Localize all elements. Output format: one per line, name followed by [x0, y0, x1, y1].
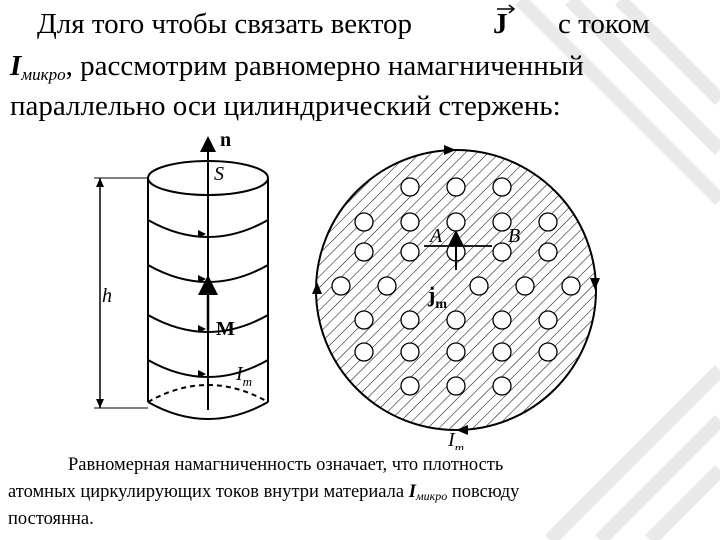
label-M: M [216, 318, 235, 340]
intro-line-2: Iмикро, рассмотрим равномерно намагничен… [10, 50, 584, 84]
decorative-chevrons [515, 0, 720, 540]
magnetized-rod-figure: n S h M Im A B jm Im [92, 130, 602, 450]
intro-line-1: Для того чтобы связать вектор [37, 8, 413, 40]
intro-line-3: параллельно оси цилиндрический стержень: [10, 90, 561, 122]
microcurrent-loops [331, 177, 581, 396]
intro-line-1-end: с током [558, 8, 650, 40]
vector-arrow-icon [497, 4, 516, 14]
vector-j-symbol: J [493, 4, 516, 44]
label-Im-cylinder: Im [235, 363, 252, 389]
cross-section-disk [316, 150, 596, 430]
current-symbol: Iмикро [10, 50, 66, 84]
caption-line-3: постоянна. [8, 509, 94, 529]
label-B: B [508, 225, 520, 247]
caption-current-symbol: Iмикро [408, 482, 448, 503]
label-n: n [220, 130, 231, 151]
caption-line-2: атомных циркулирующих токов внутри матер… [8, 482, 520, 503]
label-Im-circle: Im [447, 429, 464, 450]
caption-line-1: Равномерная намагниченность означает, чт… [68, 455, 504, 475]
label-h: h [102, 285, 112, 307]
label-jm: jm [427, 282, 447, 312]
label-A: A [428, 225, 443, 247]
label-S: S [214, 163, 224, 185]
